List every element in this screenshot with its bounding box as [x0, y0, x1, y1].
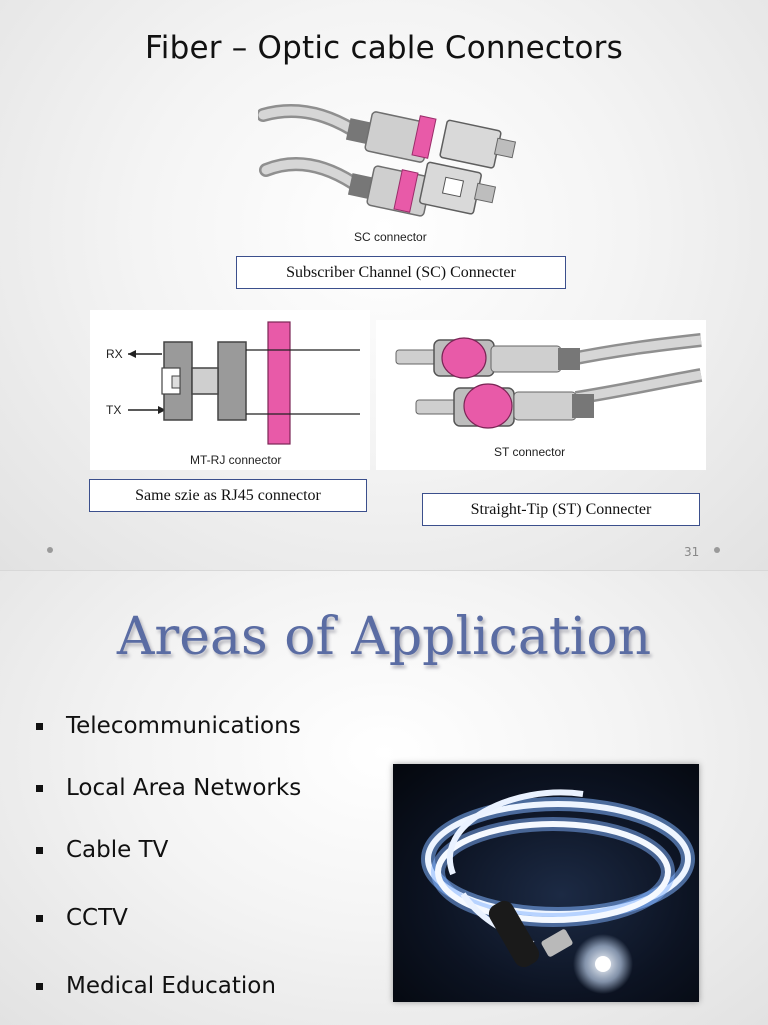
glowing-cable-illustration	[421, 789, 695, 994]
fiber-optic-cable-photo	[393, 764, 699, 1002]
sc-connector-figure: SC connector	[256, 95, 523, 247]
slide-title: Fiber – Optic cable Connectors	[145, 30, 623, 66]
list-item-text: Local Area Networks	[66, 775, 302, 801]
slide-title: Areas of Application	[116, 607, 652, 667]
bullet-square-icon	[36, 785, 43, 792]
list-item-text: Telecommunications	[66, 713, 301, 739]
mtrj-connector-illustration: RX TX MT-RJ connector	[106, 321, 360, 467]
st-figure-caption: ST connector	[494, 445, 565, 459]
list-item-text: Medical Education	[66, 973, 276, 999]
slide-areas-of-application: Areas of Application Telecommunications …	[0, 570, 768, 1025]
tx-label: TX	[106, 403, 121, 417]
rx-label: RX	[106, 347, 123, 361]
slide-right-dot	[714, 547, 720, 553]
sc-figure-caption: SC connector	[354, 230, 427, 244]
list-item-text: Cable TV	[66, 837, 169, 863]
st-connector-illustration: ST connector	[395, 333, 703, 459]
slide-fiber-connectors: Fiber – Optic cable Connectors	[0, 0, 768, 570]
list-item-text: CCTV	[66, 905, 128, 931]
bullet-square-icon	[36, 983, 43, 990]
sc-label-box: Subscriber Channel (SC) Connecter	[236, 256, 566, 289]
mtrj-label-box: Same szie as RJ45 connector	[89, 479, 367, 512]
bullet-square-icon	[36, 847, 43, 854]
mtrj-figure-caption: MT-RJ connector	[190, 453, 281, 467]
st-connector-figure: ST connector	[376, 320, 706, 470]
sc-connector-illustration: SC connector	[256, 103, 517, 244]
slide-left-dot	[47, 547, 53, 553]
bullet-square-icon	[36, 915, 43, 922]
page-number: 31	[684, 545, 700, 559]
mtrj-connector-figure: RX TX MT-RJ connector	[90, 310, 370, 470]
bullet-square-icon	[36, 723, 43, 730]
st-label-box: Straight-Tip (ST) Connecter	[422, 493, 700, 526]
